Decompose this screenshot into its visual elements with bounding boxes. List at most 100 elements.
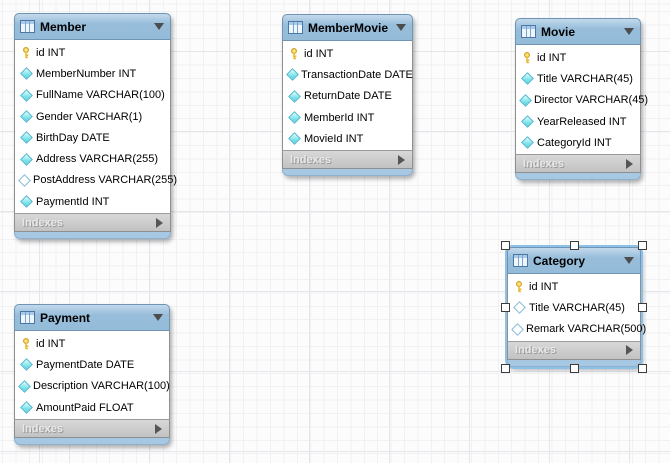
selection-handle[interactable]: [501, 241, 510, 250]
expand-indexes-icon[interactable]: [155, 423, 162, 434]
table-header[interactable]: Payment: [14, 304, 170, 331]
field-label: Address VARCHAR(255): [36, 153, 159, 166]
field-label: MovieId INT: [304, 132, 364, 145]
field-row[interactable]: Gender VARCHAR(1): [15, 106, 170, 127]
field-row[interactable]: MemberId INT: [283, 107, 412, 128]
table-bottom-bar: [515, 173, 641, 181]
selection-handle[interactable]: [638, 363, 647, 373]
field-row[interactable]: Title VARCHAR(45): [516, 68, 640, 89]
column-icon: [19, 88, 33, 102]
field-row[interactable]: Address VARCHAR(255): [15, 148, 170, 169]
selection-handle[interactable]: [501, 302, 510, 312]
field-row[interactable]: YearReleased INT: [516, 111, 640, 132]
field-label: MemberNumber INT: [36, 67, 137, 80]
indexes-section[interactable]: Indexes: [515, 154, 641, 174]
table-header[interactable]: Movie: [515, 18, 641, 45]
field-label: Title VARCHAR(45): [537, 72, 633, 85]
field-row[interactable]: PaymentId INT: [15, 191, 170, 212]
column-icon: [287, 132, 301, 146]
field-row[interactable]: FullName VARCHAR(100): [15, 85, 170, 106]
indexes-label: Indexes: [523, 157, 564, 170]
column-icon: [19, 195, 33, 209]
column-icon: [287, 89, 301, 103]
field-label: AmountPaid FLOAT: [36, 401, 134, 414]
field-row[interactable]: id INT: [15, 333, 169, 354]
selection-handle[interactable]: [638, 241, 647, 250]
field-row[interactable]: id INT: [283, 43, 412, 64]
field-row[interactable]: MovieId INT: [283, 128, 412, 149]
field-label: Director VARCHAR(45): [534, 94, 649, 107]
field-row[interactable]: id INT: [508, 276, 640, 297]
table-movie[interactable]: Movie id INT Title VARCHAR(45) Director VA…: [515, 18, 648, 181]
table-category[interactable]: Category id INT Title VARCHAR(45) Remark V…: [501, 241, 647, 373]
table-title: Member: [40, 19, 87, 34]
indexes-label: Indexes: [515, 344, 556, 357]
field-label: PaymentId INT: [36, 195, 110, 208]
table-title: Movie: [541, 24, 576, 39]
table-header[interactable]: Category: [507, 247, 641, 274]
indexes-section[interactable]: Indexes: [507, 340, 641, 360]
field-row[interactable]: id INT: [516, 47, 640, 68]
table-member[interactable]: Member id INT MemberNumber INT FullName VA…: [14, 13, 177, 240]
collapse-arrow-icon[interactable]: [153, 314, 163, 321]
field-row[interactable]: AmountPaid FLOAT: [15, 397, 169, 418]
table-bottom-bar: [14, 438, 170, 446]
table-payment[interactable]: Payment id INT PaymentDate DATE Descriptio…: [14, 304, 170, 446]
collapse-arrow-icon[interactable]: [624, 257, 634, 264]
primary-key-icon: [20, 46, 32, 59]
column-icon: [19, 401, 33, 414]
expand-indexes-icon[interactable]: [398, 154, 405, 165]
selection-handle[interactable]: [638, 302, 647, 312]
field-label: id INT: [36, 337, 66, 350]
table-header[interactable]: Member: [14, 13, 171, 40]
field-label: TransactionDate DATE: [301, 68, 413, 81]
nullable-column-icon: [511, 322, 524, 336]
field-label: PaymentDate DATE: [36, 358, 135, 371]
field-row[interactable]: TransactionDate DATE: [283, 64, 413, 85]
collapse-arrow-icon[interactable]: [396, 24, 406, 31]
field-row[interactable]: Remark VARCHAR(500): [508, 319, 646, 340]
primary-key-icon: [513, 280, 525, 293]
table-bottom-bar: [14, 232, 171, 240]
field-row[interactable]: CategoryId INT: [516, 132, 640, 153]
column-icon: [18, 379, 31, 393]
field-label: id INT: [304, 47, 334, 60]
field-label: Gender VARCHAR(1): [36, 110, 143, 123]
field-row[interactable]: Title VARCHAR(45): [508, 297, 640, 318]
nullable-column-icon: [512, 301, 526, 315]
table-membermovie[interactable]: MemberMovie id INT TransactionDate DATE Re…: [282, 14, 413, 177]
indexes-label: Indexes: [22, 216, 63, 229]
field-row[interactable]: BirthDay DATE: [15, 127, 170, 148]
table-columns: id INT TransactionDate DATE ReturnDate DAT…: [282, 41, 413, 151]
expand-indexes-icon[interactable]: [626, 345, 633, 356]
field-label: id INT: [529, 280, 559, 293]
table-columns: id INT MemberNumber INT FullName VARCHAR(1…: [14, 40, 177, 214]
table-icon: [513, 254, 528, 267]
field-label: Description VARCHAR(100): [33, 380, 170, 393]
field-label: CategoryId INT: [537, 136, 612, 149]
expand-indexes-icon[interactable]: [626, 158, 633, 169]
column-icon: [286, 68, 299, 82]
field-row[interactable]: MemberNumber INT: [15, 63, 170, 84]
field-label: Title VARCHAR(45): [529, 301, 625, 314]
table-bottom-bar: [282, 169, 413, 177]
selection-handle[interactable]: [501, 363, 510, 373]
indexes-section[interactable]: Indexes: [14, 419, 170, 439]
table-title: Payment: [40, 310, 91, 325]
table-header[interactable]: MemberMovie: [282, 14, 413, 41]
field-row[interactable]: Director VARCHAR(45): [516, 90, 648, 111]
field-row[interactable]: PostAddress VARCHAR(255): [15, 170, 177, 191]
selection-handle[interactable]: [570, 241, 579, 250]
field-row[interactable]: PaymentDate DATE: [15, 354, 169, 375]
indexes-section[interactable]: Indexes: [14, 213, 171, 233]
selection-handle[interactable]: [570, 363, 579, 373]
field-row[interactable]: id INT: [15, 42, 170, 63]
collapse-arrow-icon[interactable]: [154, 23, 164, 30]
expand-indexes-icon[interactable]: [156, 217, 163, 228]
collapse-arrow-icon[interactable]: [624, 28, 634, 35]
field-row[interactable]: Description VARCHAR(100): [15, 376, 170, 397]
field-row[interactable]: ReturnDate DATE: [283, 86, 412, 107]
field-label: YearReleased INT: [537, 115, 627, 128]
indexes-section[interactable]: Indexes: [282, 150, 413, 170]
